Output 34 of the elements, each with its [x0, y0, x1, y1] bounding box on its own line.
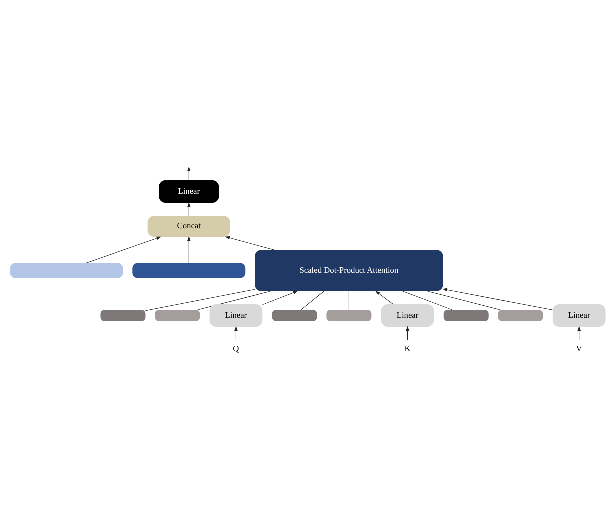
- arrow: [86, 236, 162, 263]
- arrow: [187, 236, 191, 263]
- node-text: K: [404, 344, 411, 353]
- node-box: Linear: [210, 304, 263, 326]
- connector: [198, 290, 271, 310]
- connector: [402, 290, 452, 310]
- arrow: [578, 326, 581, 340]
- node-box: [155, 310, 200, 321]
- node-box: [272, 310, 318, 321]
- node-text: Q: [233, 344, 240, 353]
- connector: [301, 290, 324, 310]
- arrow: [262, 290, 298, 305]
- arrow: [234, 326, 238, 340]
- node-box: [132, 262, 246, 278]
- node-text: V: [576, 344, 582, 353]
- node-box: [444, 310, 489, 321]
- node-box: Linear: [381, 304, 434, 326]
- arrow: [406, 326, 410, 340]
- connector: [428, 290, 500, 310]
- node-box: Concat: [148, 216, 230, 237]
- connector: [145, 288, 256, 311]
- arrow: [187, 166, 191, 180]
- arrow: [376, 290, 394, 304]
- arrow: [225, 236, 275, 250]
- node-box: [100, 310, 146, 321]
- arrow: [442, 288, 553, 310]
- node-box: [498, 310, 544, 321]
- node-box: [326, 310, 372, 321]
- node-box: Scaled Dot-Product Attention: [255, 250, 444, 291]
- connector: [348, 290, 350, 310]
- node-box: [10, 262, 124, 278]
- node-box: Linear: [552, 304, 606, 326]
- arrow: [187, 202, 191, 216]
- node-box: Linear: [159, 180, 220, 203]
